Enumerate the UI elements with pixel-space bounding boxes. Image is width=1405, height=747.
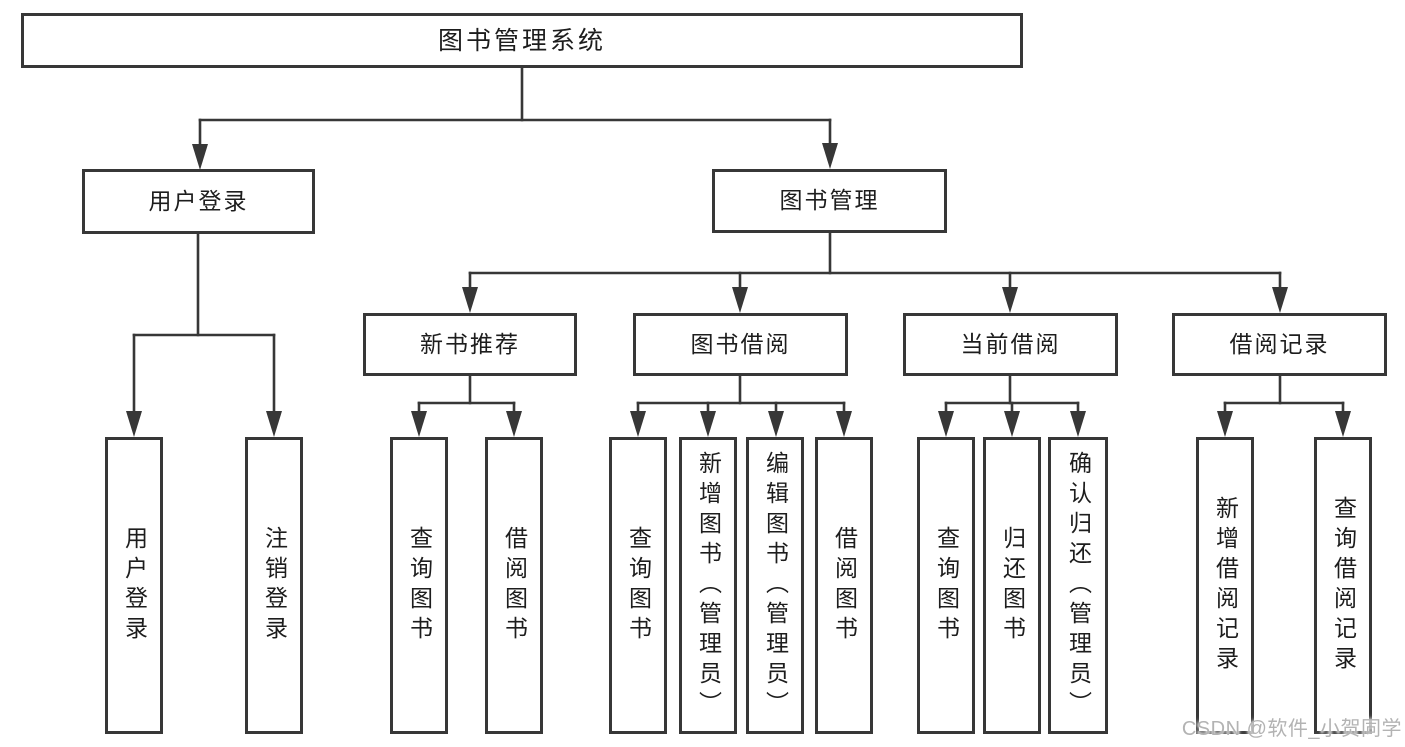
node-user-login: 用户登录 <box>82 169 315 234</box>
arrow-icon <box>630 411 646 437</box>
arrow-icon <box>266 411 282 437</box>
arrow-icon <box>126 411 142 437</box>
node-new-book-recommend: 新书推荐 <box>363 313 577 376</box>
arrow-icon <box>700 411 716 437</box>
arrow-icon <box>1070 411 1086 437</box>
node-current-borrowing: 当前借阅 <box>903 313 1118 376</box>
leaf-query-books-recommend: 查询图书 <box>390 437 448 734</box>
leaf-confirm-return-admin: 确认归还（管理员） <box>1048 437 1108 734</box>
arrow-icon <box>192 144 208 170</box>
arrow-icon <box>836 411 852 437</box>
arrow-icon <box>1272 287 1288 313</box>
watermark: CSDN @软件_小贺同学 <box>1181 718 1402 740</box>
node-book-borrowing: 图书借阅 <box>633 313 848 376</box>
leaf-borrow-books-recommend: 借阅图书 <box>485 437 543 734</box>
leaf-query-borrow-record: 查询借阅记录 <box>1314 437 1372 734</box>
leaf-return-books: 归还图书 <box>983 437 1041 734</box>
node-library-management-system: 图书管理系统 <box>21 13 1023 68</box>
arrowheads <box>126 143 1351 437</box>
arrow-icon <box>1004 411 1020 437</box>
leaf-borrow-books: 借阅图书 <box>815 437 873 734</box>
arrow-icon <box>768 411 784 437</box>
node-book-management: 图书管理 <box>712 169 947 233</box>
node-borrowing-records: 借阅记录 <box>1172 313 1387 376</box>
arrow-icon <box>411 411 427 437</box>
leaf-query-books-borrowing: 查询图书 <box>609 437 667 734</box>
leaf-edit-books-admin: 编辑图书（管理员） <box>746 437 804 734</box>
leaf-add-borrow-record: 新增借阅记录 <box>1196 437 1254 734</box>
arrow-icon <box>1335 411 1351 437</box>
leaf-logout-login: 注销登录 <box>245 437 303 734</box>
arrow-icon <box>506 411 522 437</box>
leaf-user-login: 用户登录 <box>105 437 163 734</box>
arrow-icon <box>938 411 954 437</box>
arrow-icon <box>822 143 838 169</box>
leaf-query-books-current: 查询图书 <box>917 437 975 734</box>
arrow-icon <box>462 287 478 313</box>
leaf-add-books-admin: 新增图书（管理员） <box>679 437 737 734</box>
arrow-icon <box>732 287 748 313</box>
arrow-icon <box>1002 287 1018 313</box>
arrow-icon <box>1217 411 1233 437</box>
